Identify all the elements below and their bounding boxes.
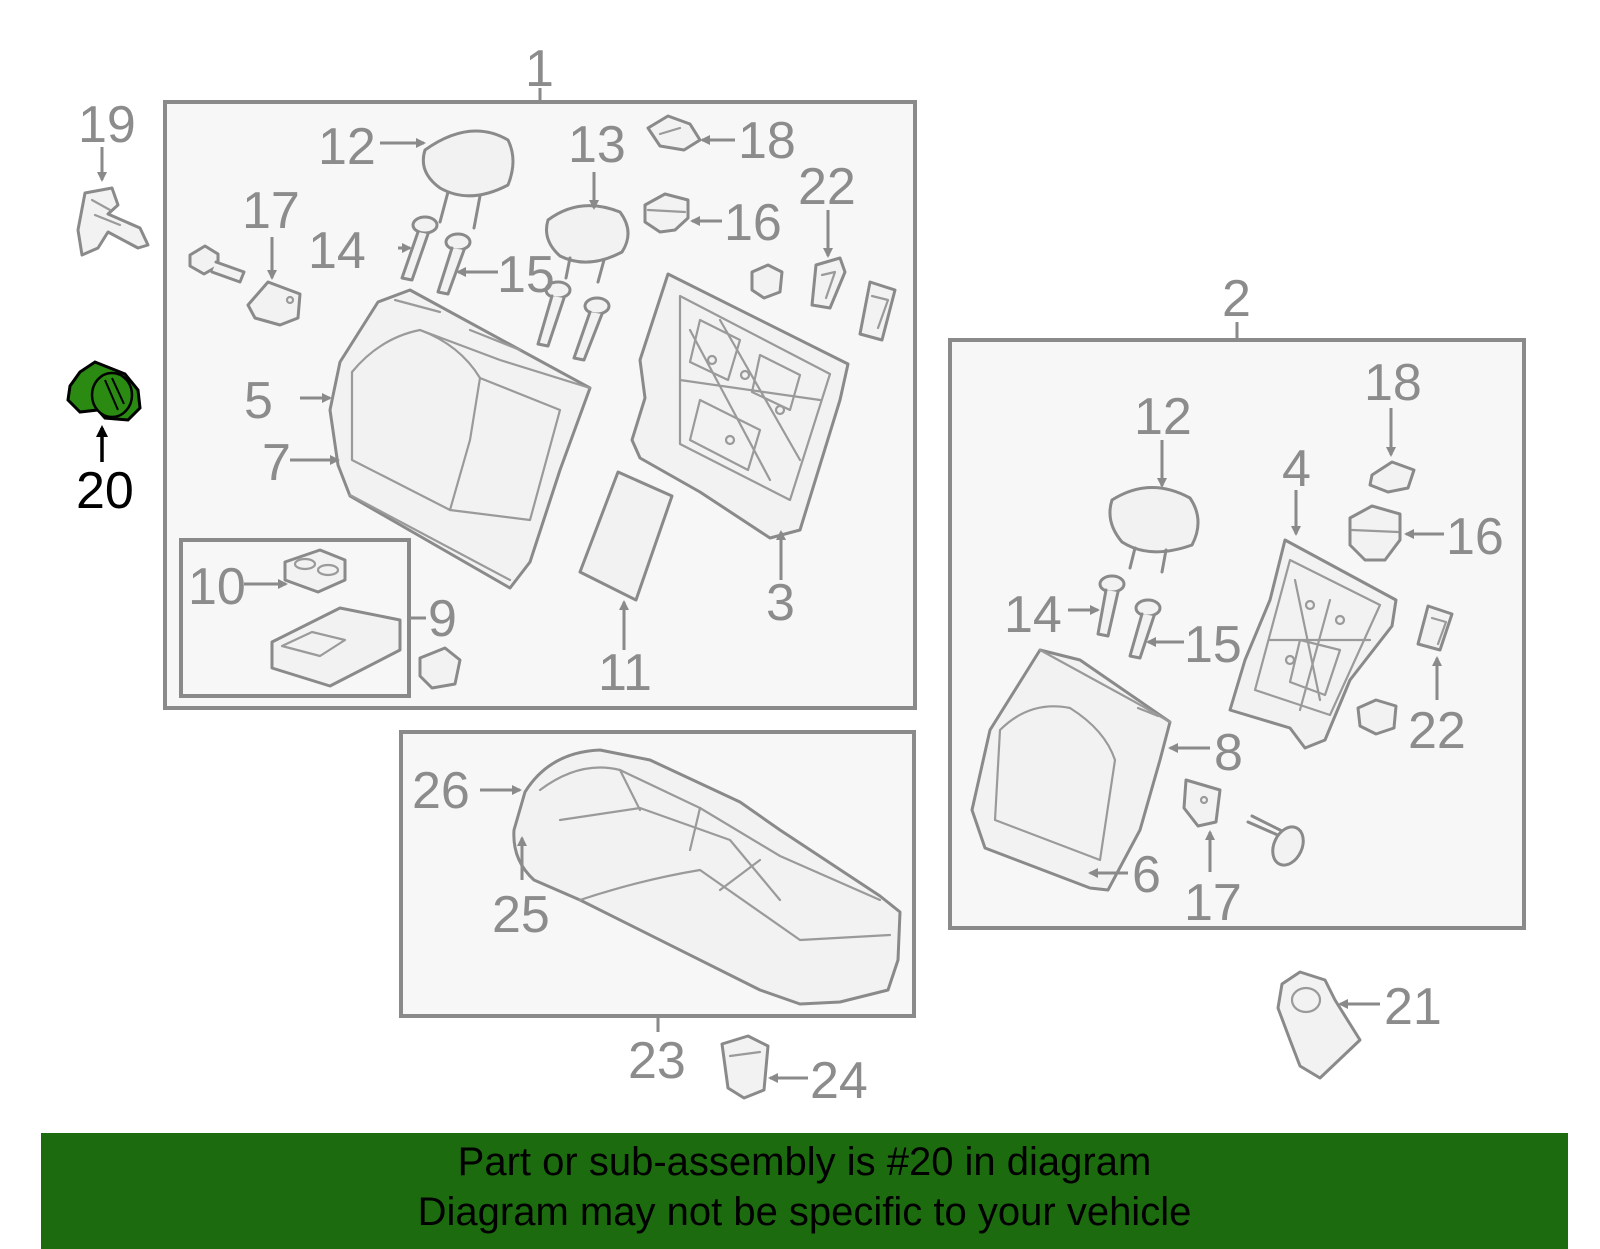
part-bolt	[188, 244, 246, 284]
callout-9: 9	[428, 590, 457, 648]
banner-line-2: Diagram may not be specific to your vehi…	[417, 1190, 1192, 1234]
part-14-15-guides-left	[400, 215, 611, 362]
part-21-bracket	[1276, 970, 1362, 1080]
part-screw	[1246, 814, 1305, 867]
info-banner: Part or sub-assembly is #20 in diagram D…	[41, 1133, 1568, 1249]
callout-26: 26	[412, 762, 470, 820]
callout-24: 24	[810, 1052, 868, 1110]
part-8-6-seatback-cushion-right	[970, 648, 1172, 892]
callout-21: 21	[1384, 978, 1442, 1036]
callout-16-right: 16	[1446, 508, 1504, 566]
part-4-seatback-frame-right	[1228, 538, 1398, 750]
callout-8: 8	[1214, 724, 1243, 782]
callout-15-left: 15	[497, 246, 555, 304]
part-9-armrest	[270, 606, 402, 688]
callout-22-right: 22	[1408, 702, 1466, 760]
part-17-bracket-right	[1182, 778, 1222, 828]
part-19-hinge	[76, 186, 150, 257]
callout-6: 6	[1132, 846, 1161, 904]
part-22-inserts-left	[750, 256, 897, 342]
part-22-inserts-right	[1356, 604, 1454, 736]
callout-14-left: 14	[308, 222, 366, 280]
part-12-headrest-left	[421, 129, 515, 230]
callout-17-right: 17	[1184, 874, 1242, 932]
part-clip	[418, 646, 462, 690]
part-5-7-seatback-cushion	[328, 288, 592, 590]
callout-5: 5	[244, 372, 273, 430]
callout-7: 7	[262, 434, 291, 492]
part-11-panel	[578, 470, 674, 602]
part-20-highlighted	[66, 360, 142, 422]
part-16-guide-left	[643, 192, 690, 234]
callout-19: 19	[78, 96, 136, 154]
part-17-bracket-left	[246, 280, 302, 327]
callout-12-right: 12	[1134, 388, 1192, 446]
callout-1: 1	[525, 40, 554, 98]
callout-3: 3	[766, 574, 795, 632]
callout-20: 20	[76, 462, 134, 520]
part-12-headrest-right	[1108, 486, 1200, 574]
callout-2: 2	[1222, 270, 1251, 328]
callout-13: 13	[568, 116, 626, 174]
banner-line-1: Part or sub-assembly is #20 in diagram	[457, 1140, 1152, 1184]
callout-22-left: 22	[798, 158, 856, 216]
callout-15-right: 15	[1184, 616, 1242, 674]
callout-labels: 1 19 20 12 13 18 22 16 17 14 15 5 7 10 9…	[76, 40, 1504, 1110]
callout-23: 23	[628, 1032, 686, 1090]
callout-18-right: 18	[1364, 354, 1422, 412]
callout-25: 25	[492, 886, 550, 944]
callout-4: 4	[1282, 440, 1311, 498]
callout-18-left: 18	[738, 112, 796, 170]
part-18-cover-right	[1368, 460, 1416, 494]
part-14-15-guides-right	[1096, 574, 1162, 660]
part-23-seat-cushion	[512, 748, 902, 1006]
callout-14-right: 14	[1004, 586, 1062, 644]
callout-11: 11	[598, 644, 652, 702]
callout-16-left: 16	[724, 194, 782, 252]
part-24-clip	[720, 1034, 770, 1100]
callout-12-left: 12	[318, 118, 376, 176]
part-3-seatback-frame	[630, 272, 850, 540]
callout-10: 10	[188, 558, 246, 616]
callout-17-left: 17	[242, 182, 300, 240]
part-16-guide-right	[1348, 504, 1402, 562]
